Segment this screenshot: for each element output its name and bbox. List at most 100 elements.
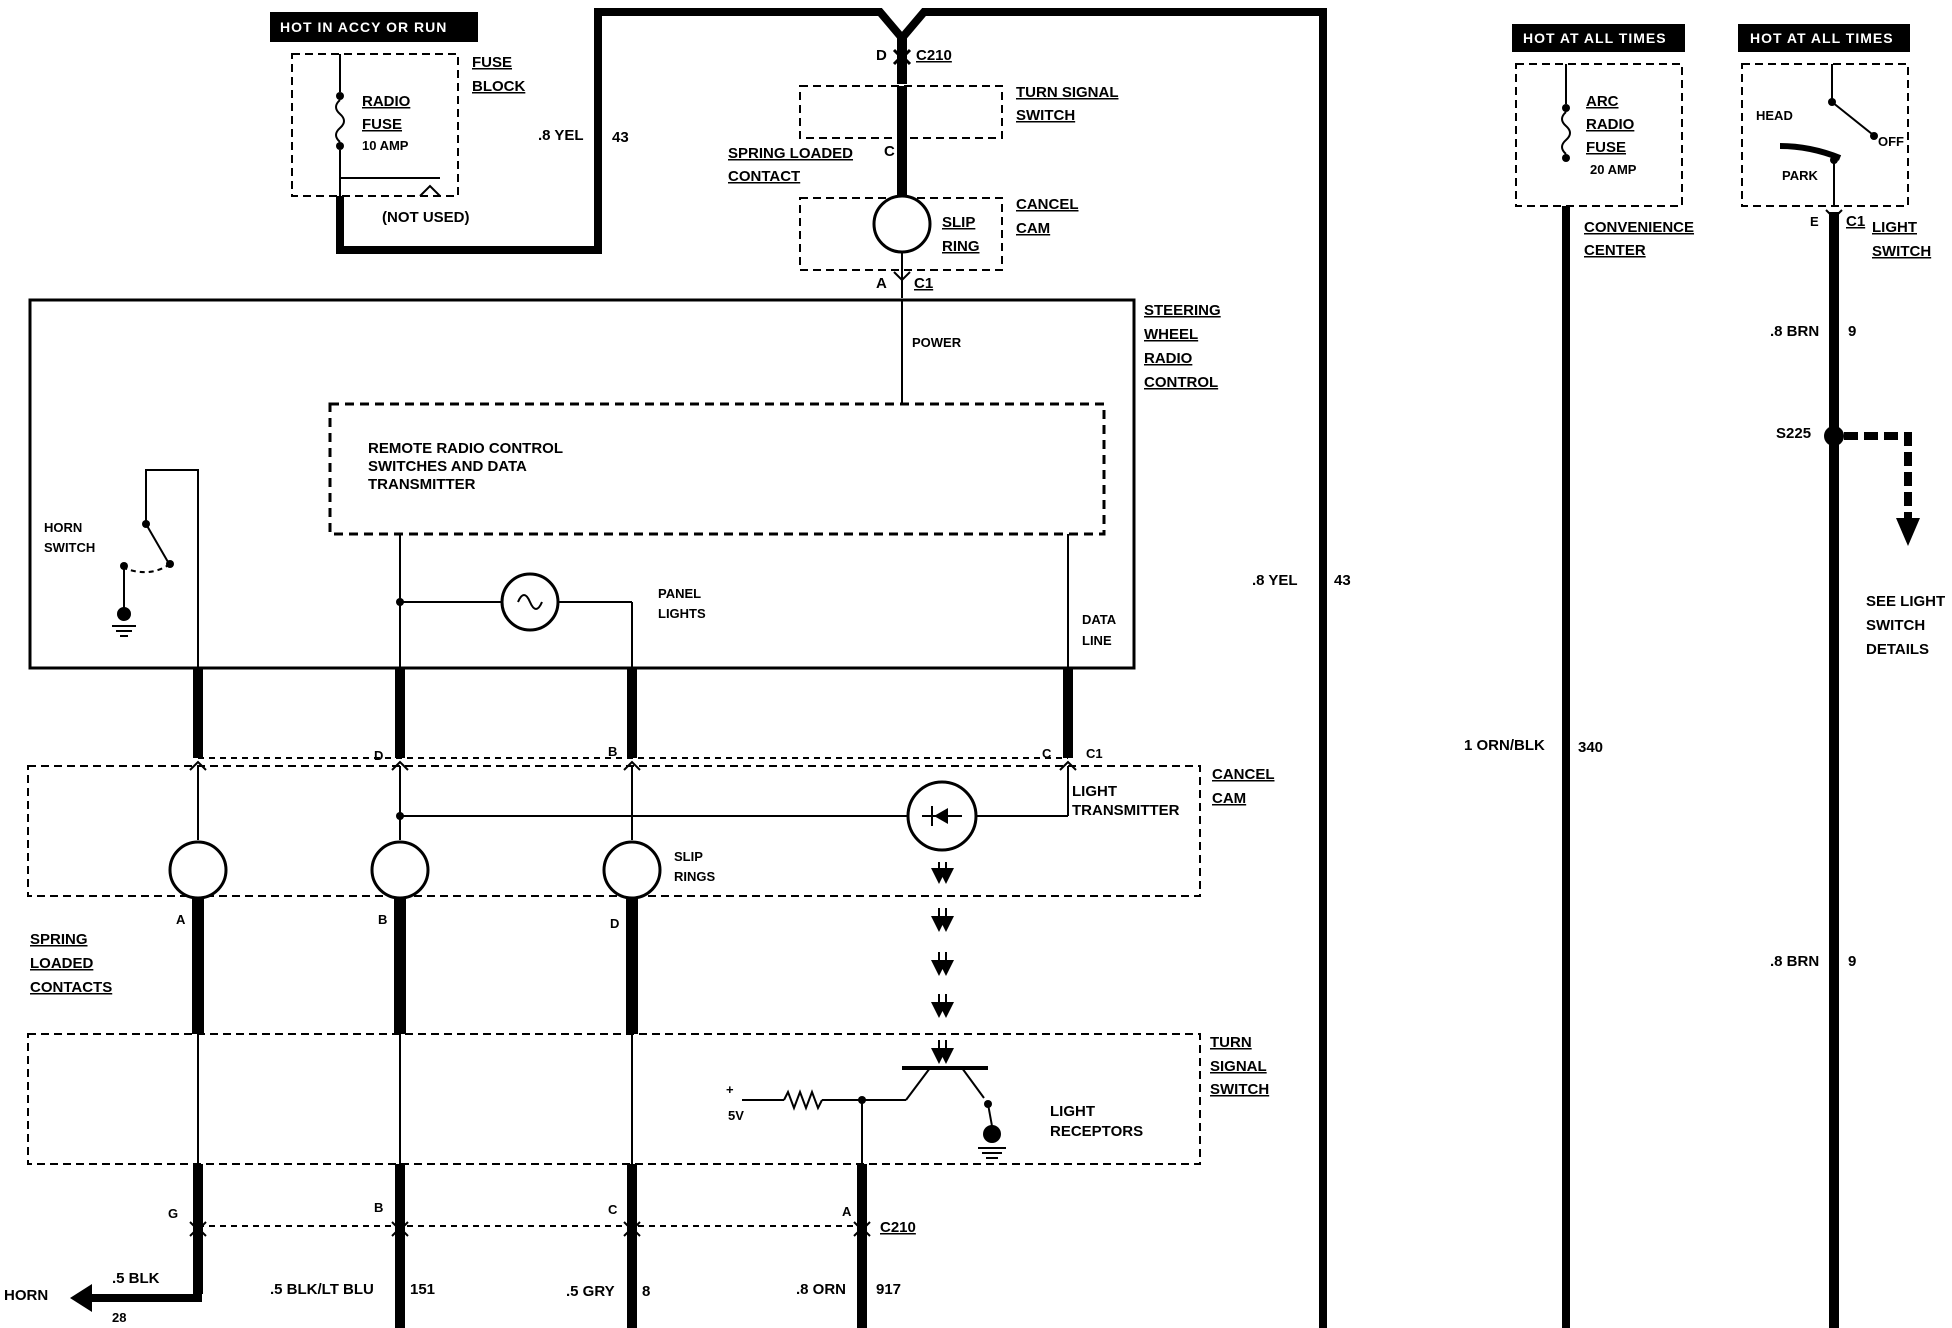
svg-text:9: 9 — [1848, 953, 1856, 970]
svg-text:C: C — [608, 1202, 618, 1217]
svg-text:917: 917 — [876, 1281, 901, 1298]
svg-text:B: B — [374, 1200, 383, 1215]
top-connector-c210: D C210 — [876, 38, 952, 84]
bottom-wires: HORN .5 BLK 28 .5 BLK/LT BLU 151 .5 GRY … — [4, 1270, 901, 1325]
arc-fuse-icon — [1561, 111, 1571, 155]
svg-text:RINGS: RINGS — [674, 869, 716, 884]
svg-text:D: D — [374, 748, 383, 763]
svg-text:CONTACT: CONTACT — [728, 168, 800, 185]
steering-wheel-radio-control: STEERING WHEEL RADIO CONTROL POWER REMOT… — [28, 298, 1221, 670]
svg-text:.8 YEL: .8 YEL — [1252, 572, 1298, 589]
svg-text:SIGNAL: SIGNAL — [1210, 1058, 1267, 1075]
svg-text:LIGHT: LIGHT — [1872, 219, 1917, 236]
svg-text:SWITCHES AND DATA: SWITCHES AND DATA — [368, 458, 527, 475]
svg-text:C1: C1 — [1086, 746, 1103, 761]
svg-text:.5 BLK/LT BLU: .5 BLK/LT BLU — [270, 1281, 374, 1298]
light-switch: HEAD OFF PARK E C1 LIGHT SWITCH — [1741, 63, 1931, 260]
svg-text:.5 GRY: .5 GRY — [566, 1283, 615, 1300]
slip-ring-b-icon — [370, 840, 430, 900]
svg-text:C: C — [1042, 746, 1052, 761]
svg-text:CANCEL: CANCEL — [1016, 196, 1079, 213]
svg-text:STEERING: STEERING — [1144, 302, 1221, 319]
slip-ring-icon — [872, 194, 932, 254]
svg-text:HEAD: HEAD — [1756, 108, 1793, 123]
svg-text:.8 BRN: .8 BRN — [1770, 323, 1819, 340]
svg-text:G: G — [168, 1206, 178, 1221]
svg-text:SWITCH: SWITCH — [1866, 617, 1925, 634]
svg-text:10 AMP: 10 AMP — [362, 138, 409, 153]
svg-text:HORN: HORN — [44, 520, 82, 535]
svg-text:FUSE: FUSE — [1586, 139, 1626, 156]
svg-text:DATA: DATA — [1082, 612, 1117, 627]
svg-text:POWER: POWER — [912, 335, 962, 350]
svg-text:SWITCH: SWITCH — [1016, 107, 1075, 124]
svg-text:D: D — [876, 47, 887, 64]
remote-radio-control: REMOTE RADIO CONTROL — [368, 440, 563, 457]
svg-text:RADIO: RADIO — [1144, 350, 1193, 367]
svg-text:ARC: ARC — [1586, 93, 1619, 110]
svg-text:E: E — [1810, 214, 1819, 229]
bottom-connector-c210: G B C A C210 — [168, 1164, 916, 1328]
svg-text:8: 8 — [642, 1283, 650, 1300]
svg-text:B: B — [608, 744, 617, 759]
svg-text:LOADED: LOADED — [30, 955, 94, 972]
svg-text:RECEPTORS: RECEPTORS — [1050, 1123, 1143, 1140]
svg-text:CANCEL: CANCEL — [1212, 766, 1275, 783]
svg-text:.8 BRN: .8 BRN — [1770, 953, 1819, 970]
lower-turn-signal-switch: TURN SIGNAL SWITCH + 5V LIGHT RECEPTORS — [27, 1033, 1269, 1165]
convenience-center: CONVENIENCE CENTER — [1584, 219, 1694, 259]
upper-cancel-cam: SLIP RING CANCEL CAM A C1 — [799, 194, 1079, 298]
light-beam-arrows — [931, 862, 954, 1064]
svg-text:OFF: OFF — [1878, 134, 1904, 149]
header-hot-all-times-2: HOT AT ALL TIMES — [1738, 24, 1910, 52]
radio-fuse-icon — [335, 99, 345, 143]
header-hot-accy-run: HOT IN ACCY OR RUN — [270, 12, 478, 42]
header-hot-all-times-1: HOT AT ALL TIMES — [1512, 24, 1685, 52]
svg-text:CENTER: CENTER — [1584, 242, 1646, 259]
svg-text:A: A — [842, 1204, 852, 1219]
spring-loaded-contacts: SPRING LOADED CONTACTS — [30, 898, 638, 1034]
svg-text:28: 28 — [112, 1310, 126, 1325]
svg-text:CONTACTS: CONTACTS — [30, 979, 112, 996]
svg-text:C210: C210 — [880, 1219, 916, 1236]
svg-text:SPRING LOADED: SPRING LOADED — [728, 145, 853, 162]
wire-yel-43: .8 YEL 43 .8 YEL 43 — [336, 8, 1351, 1328]
svg-text:LIGHT: LIGHT — [1050, 1103, 1095, 1120]
svg-text:SLIP: SLIP — [674, 849, 703, 864]
svg-text:43: 43 — [612, 129, 629, 146]
splice-s225: S225 SEE LIGHT SWITCH DETAILS — [1776, 425, 1945, 658]
svg-text:151: 151 — [410, 1281, 435, 1298]
svg-text:A: A — [176, 912, 186, 927]
horn-switch: HORN SWITCH — [44, 469, 199, 668]
svg-text:SWITCH: SWITCH — [1210, 1081, 1269, 1098]
svg-text:WHEEL: WHEEL — [1144, 326, 1198, 343]
ground-icon — [117, 607, 131, 621]
svg-text:C1: C1 — [1846, 213, 1865, 230]
ground-icon — [983, 1125, 1001, 1143]
panel-lights: PANEL LIGHTS — [396, 534, 706, 668]
not-used-label: (NOT USED) — [382, 209, 470, 226]
not-used-terminal-icon — [419, 184, 441, 197]
svg-text:D: D — [610, 916, 619, 931]
slip-ring-a-icon — [168, 840, 228, 900]
svg-text:A: A — [876, 275, 887, 292]
svg-text:TURN: TURN — [1210, 1034, 1252, 1051]
svg-text:SLIP: SLIP — [942, 214, 975, 231]
slip-ring-d-icon — [602, 840, 662, 900]
svg-text:BLOCK: BLOCK — [472, 78, 525, 95]
spring-loaded-contact: C SPRING LOADED CONTACT — [728, 138, 907, 196]
svg-text:SPRING: SPRING — [30, 931, 88, 948]
svg-text:C1: C1 — [914, 275, 933, 292]
svg-text:5V: 5V — [728, 1108, 744, 1123]
svg-text:FUSE: FUSE — [362, 116, 402, 133]
svg-text:TRANSMITTER: TRANSMITTER — [1072, 802, 1180, 819]
wire-brn-9: .8 BRN 9 .8 BRN 9 — [1770, 212, 1856, 1328]
svg-text:CAM: CAM — [1016, 220, 1050, 237]
svg-text:SWITCH: SWITCH — [1872, 243, 1931, 260]
svg-text:CONVENIENCE: CONVENIENCE — [1584, 219, 1694, 236]
svg-text:.8 YEL: .8 YEL — [538, 127, 584, 144]
svg-text:C: C — [884, 143, 895, 160]
fuse-block-label: FUSE — [472, 54, 512, 71]
svg-text:.5 BLK: .5 BLK — [112, 1270, 160, 1287]
